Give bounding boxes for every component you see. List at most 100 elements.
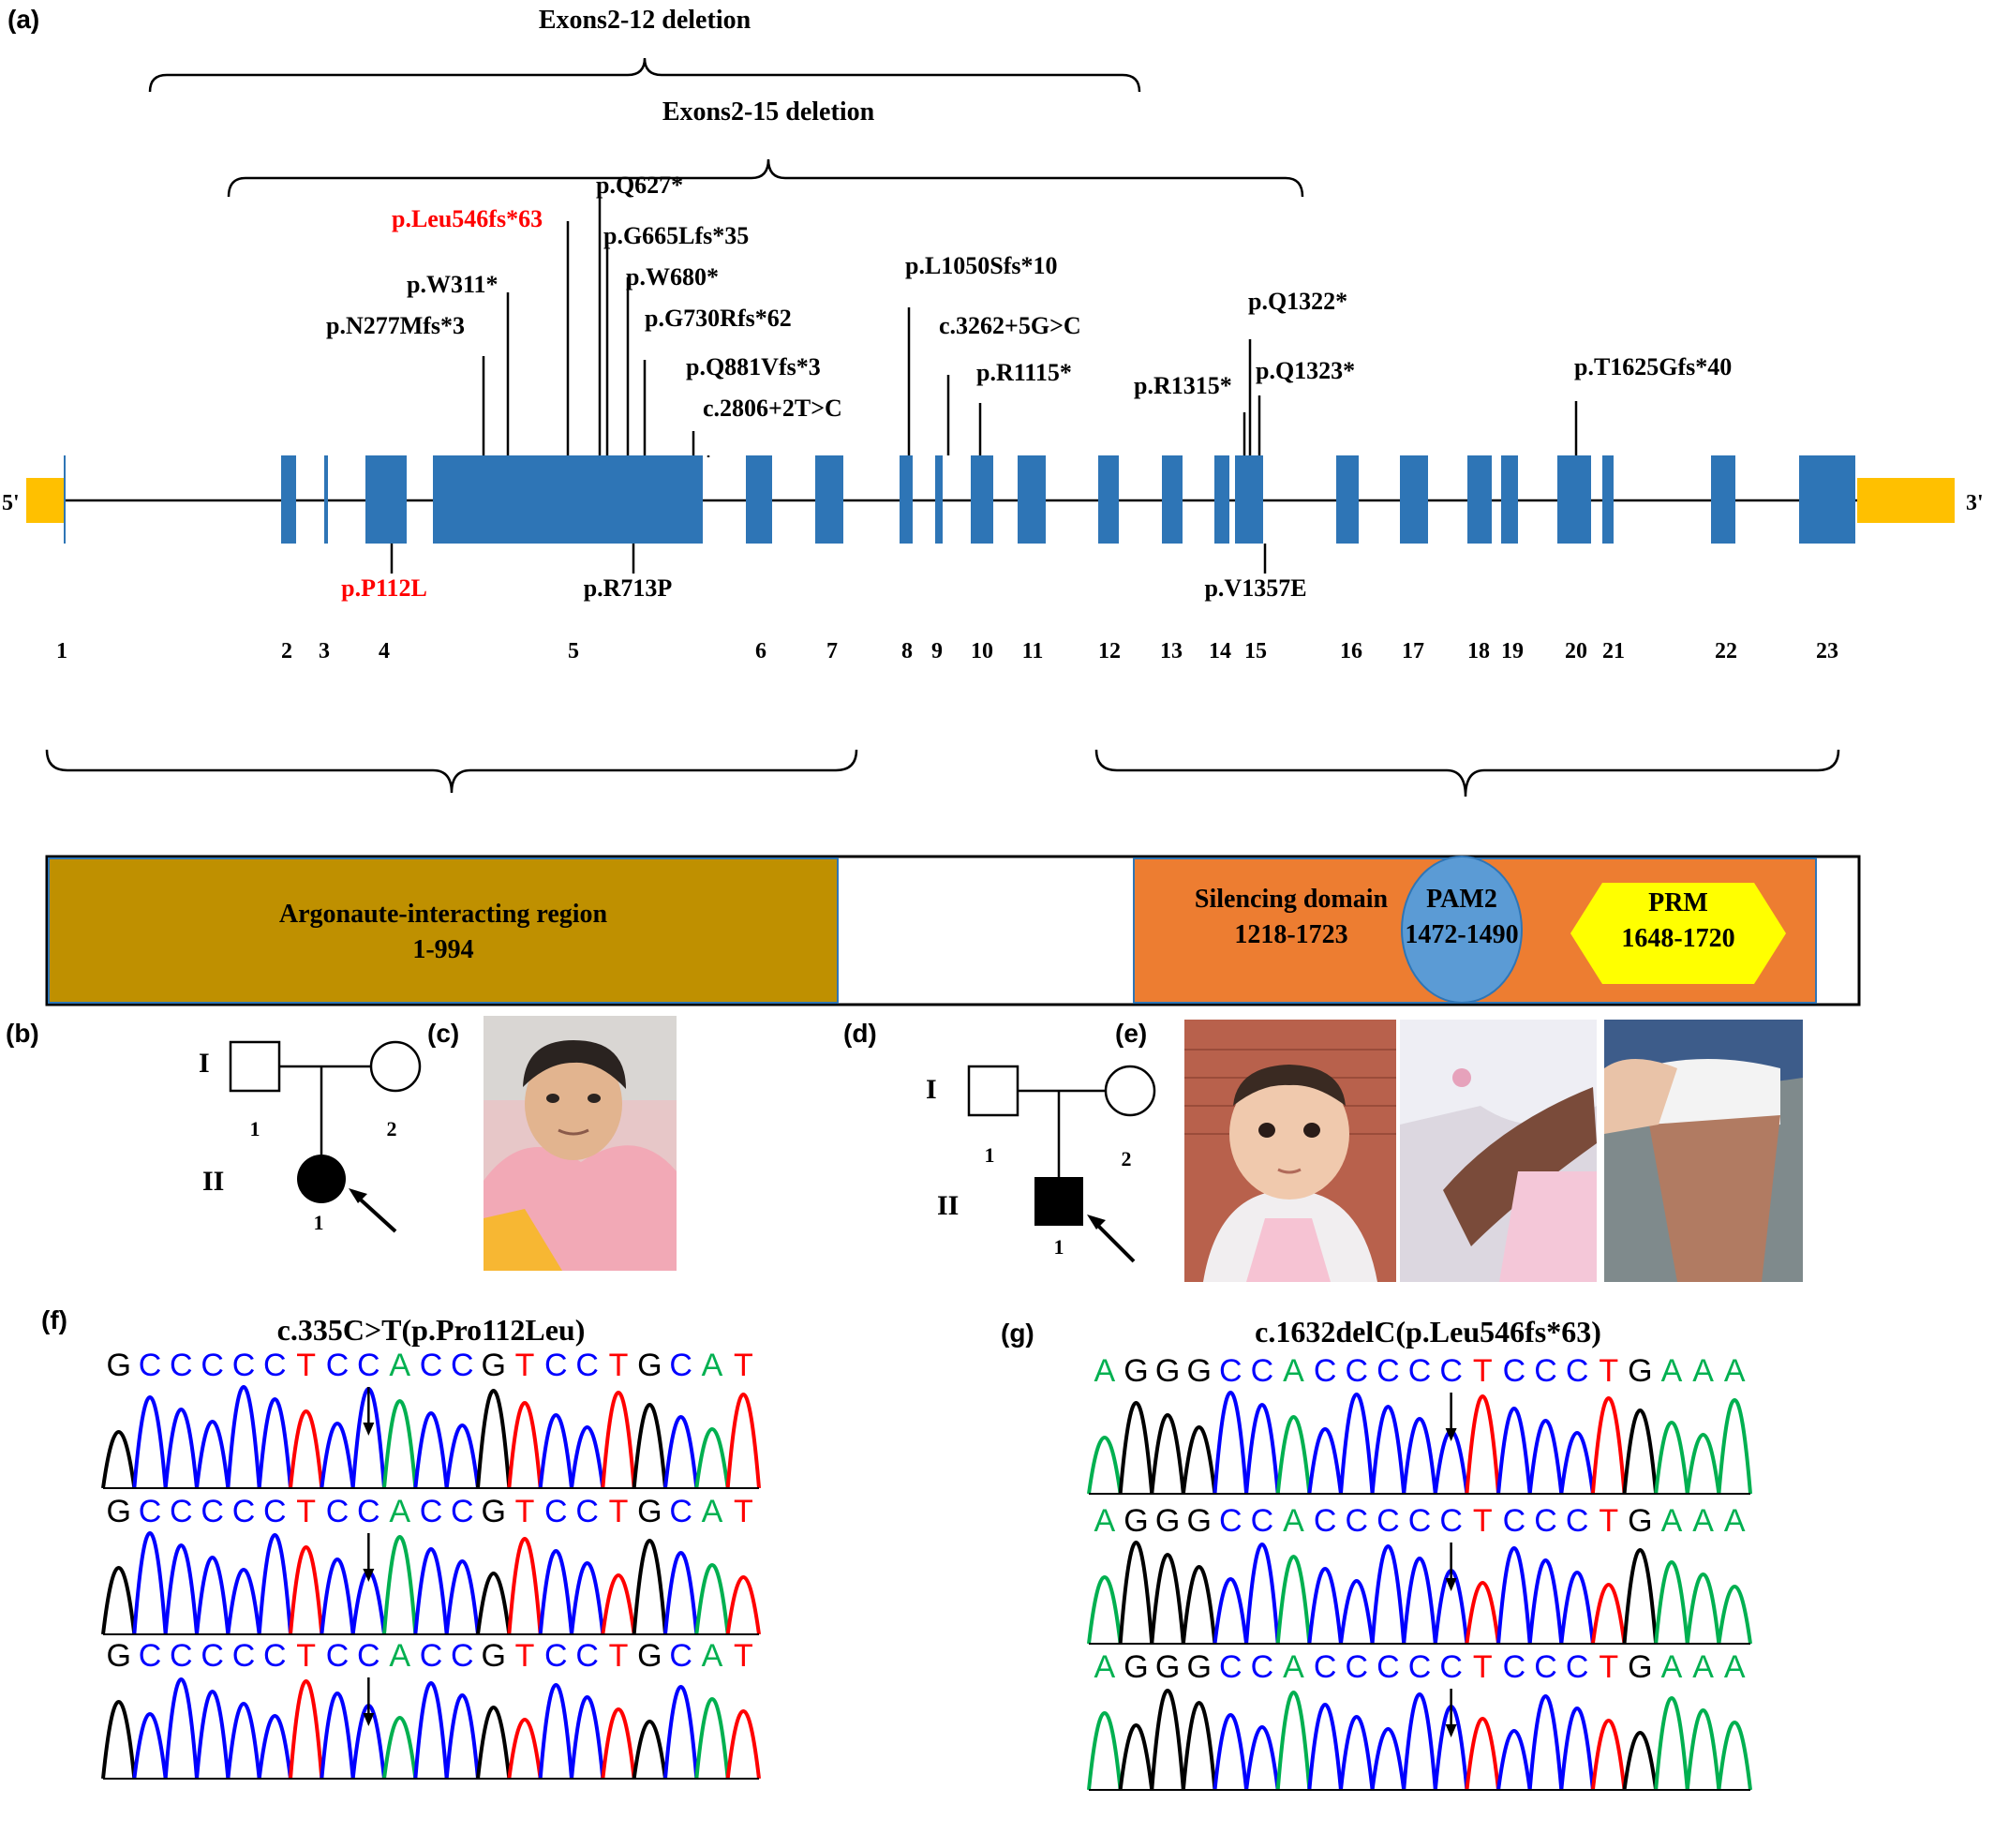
seq-g-base: C — [1534, 1503, 1557, 1539]
variant-label-8: p.Q881Vfs*3 — [686, 353, 821, 380]
seq-f-peak — [570, 1425, 605, 1489]
seq-g-base: A — [1692, 1649, 1714, 1685]
seq-f-peak — [507, 1401, 543, 1489]
seq-g-base: A — [1724, 1649, 1746, 1685]
exon-number-14: 14 — [1209, 639, 1231, 663]
seq-g-peak — [1213, 1577, 1249, 1645]
seq-f-base: C — [544, 1494, 568, 1529]
seq-g-base: G — [1628, 1503, 1652, 1539]
seq-g-base: G — [1628, 1649, 1652, 1685]
seq-f-base: C — [139, 1348, 162, 1383]
seq-g-base: C — [1251, 1353, 1274, 1389]
seq-g-peak — [1150, 1413, 1185, 1495]
seq-f-base: T — [609, 1348, 629, 1383]
seq-g-base: C — [1408, 1353, 1432, 1389]
seq-g-peak — [1590, 1719, 1627, 1791]
pedigree-d-proband-num: 1 — [1054, 1235, 1064, 1259]
seq-f-base: T — [734, 1638, 753, 1674]
seq-g-peak — [1527, 1694, 1564, 1791]
seq-f-peak — [163, 1408, 199, 1489]
seq-g-peak — [1465, 1581, 1501, 1645]
seq-f-peak — [444, 1559, 480, 1635]
seq-f-base: C — [201, 1638, 224, 1674]
seq-f-arrowhead — [363, 1713, 375, 1726]
seq-g-base: G — [1186, 1503, 1211, 1539]
seq-f-base: C — [575, 1638, 599, 1674]
seq-f-peak — [101, 1430, 137, 1489]
panel-label-e: (e) — [1115, 1019, 1147, 1048]
patient-photo-c — [484, 1016, 677, 1271]
exon-number-10: 10 — [971, 639, 993, 663]
seq-f-base: T — [734, 1348, 753, 1383]
exon-number-22: 22 — [1715, 639, 1737, 663]
seq-f-base: T — [515, 1638, 535, 1674]
seq-f-base: C — [201, 1494, 224, 1529]
seq-g-peak — [1275, 1555, 1312, 1645]
seq-g-peak — [1402, 1557, 1437, 1645]
seq-g-peak — [1559, 1706, 1595, 1791]
seq-g-peak — [1590, 1583, 1627, 1645]
seq-f-arrowhead — [363, 1423, 375, 1436]
seq-g-peak — [1465, 1717, 1501, 1791]
prm-motif — [1570, 883, 1786, 984]
seq-f-peak — [570, 1695, 605, 1780]
exon-14 — [1214, 455, 1229, 544]
exon-8 — [900, 455, 913, 544]
seq-f-peak — [257, 1533, 292, 1635]
exon-number-1: 1 — [56, 639, 67, 663]
seq-f-peak — [289, 1679, 324, 1780]
exon-7 — [815, 455, 843, 544]
seq-f-base: G — [106, 1494, 130, 1529]
seq-f-base: C — [451, 1348, 474, 1383]
exon-number-18: 18 — [1467, 639, 1490, 663]
seq-g-peak — [1685, 1572, 1721, 1645]
seq-f-base: C — [544, 1348, 568, 1383]
deletion-bracket-2 — [227, 158, 1304, 198]
pedigree-d-father — [967, 1065, 1019, 1117]
seq-f-base: T — [515, 1494, 535, 1529]
seq-g-peak — [1622, 1548, 1659, 1645]
seq-f-base: T — [515, 1348, 535, 1383]
three-prime-label: 3' — [1966, 491, 1984, 515]
seq-f-base: G — [637, 1494, 662, 1529]
seq-f-base: C — [669, 1348, 692, 1383]
seq-f-base: C — [263, 1638, 287, 1674]
argonaute-name: Argonaute-interacting region — [279, 900, 608, 929]
seq-f-base: T — [734, 1494, 753, 1529]
panel-label-c: (c) — [427, 1019, 459, 1048]
seq-g-peak — [1181, 1425, 1217, 1495]
seq-g-base: A — [1283, 1503, 1304, 1539]
seq-f-peak — [694, 1697, 730, 1780]
seq-f-base: G — [106, 1348, 130, 1383]
seq-g-base: A — [1283, 1353, 1304, 1389]
seq-g-peak — [1717, 1585, 1752, 1645]
seq-g-peak — [1654, 1560, 1689, 1645]
seq-f-base: C — [232, 1348, 256, 1383]
seq-f-peak — [663, 1415, 699, 1489]
seq-f-peak — [632, 1720, 667, 1780]
variant-label-15: p.Q1323* — [1256, 357, 1355, 384]
seq-g-base: C — [1376, 1649, 1400, 1685]
five-prime-label: 5' — [2, 491, 20, 515]
pedigree-b-proband — [297, 1155, 346, 1203]
seq-g-base: C — [1408, 1503, 1432, 1539]
exon-17 — [1400, 455, 1428, 544]
seq-f-base: A — [702, 1348, 723, 1383]
pedigree-d-gen2: II — [937, 1190, 959, 1221]
seq-g-base: C — [1566, 1649, 1589, 1685]
seq-f-base: C — [575, 1494, 599, 1529]
seq-g-base: C — [1314, 1503, 1337, 1539]
panel-label-g: (g) — [1001, 1319, 1034, 1348]
seq-g-peak — [1244, 1725, 1280, 1791]
seq-g-base: C — [1439, 1353, 1463, 1389]
seq-f-base: C — [232, 1638, 256, 1674]
seq-f-peak — [538, 1413, 573, 1489]
panel-label-f: (f) — [41, 1305, 67, 1334]
seq-g-base: C — [1219, 1353, 1243, 1389]
seq-g-peak — [1087, 1575, 1123, 1645]
seq-g-peak — [1275, 1691, 1312, 1791]
